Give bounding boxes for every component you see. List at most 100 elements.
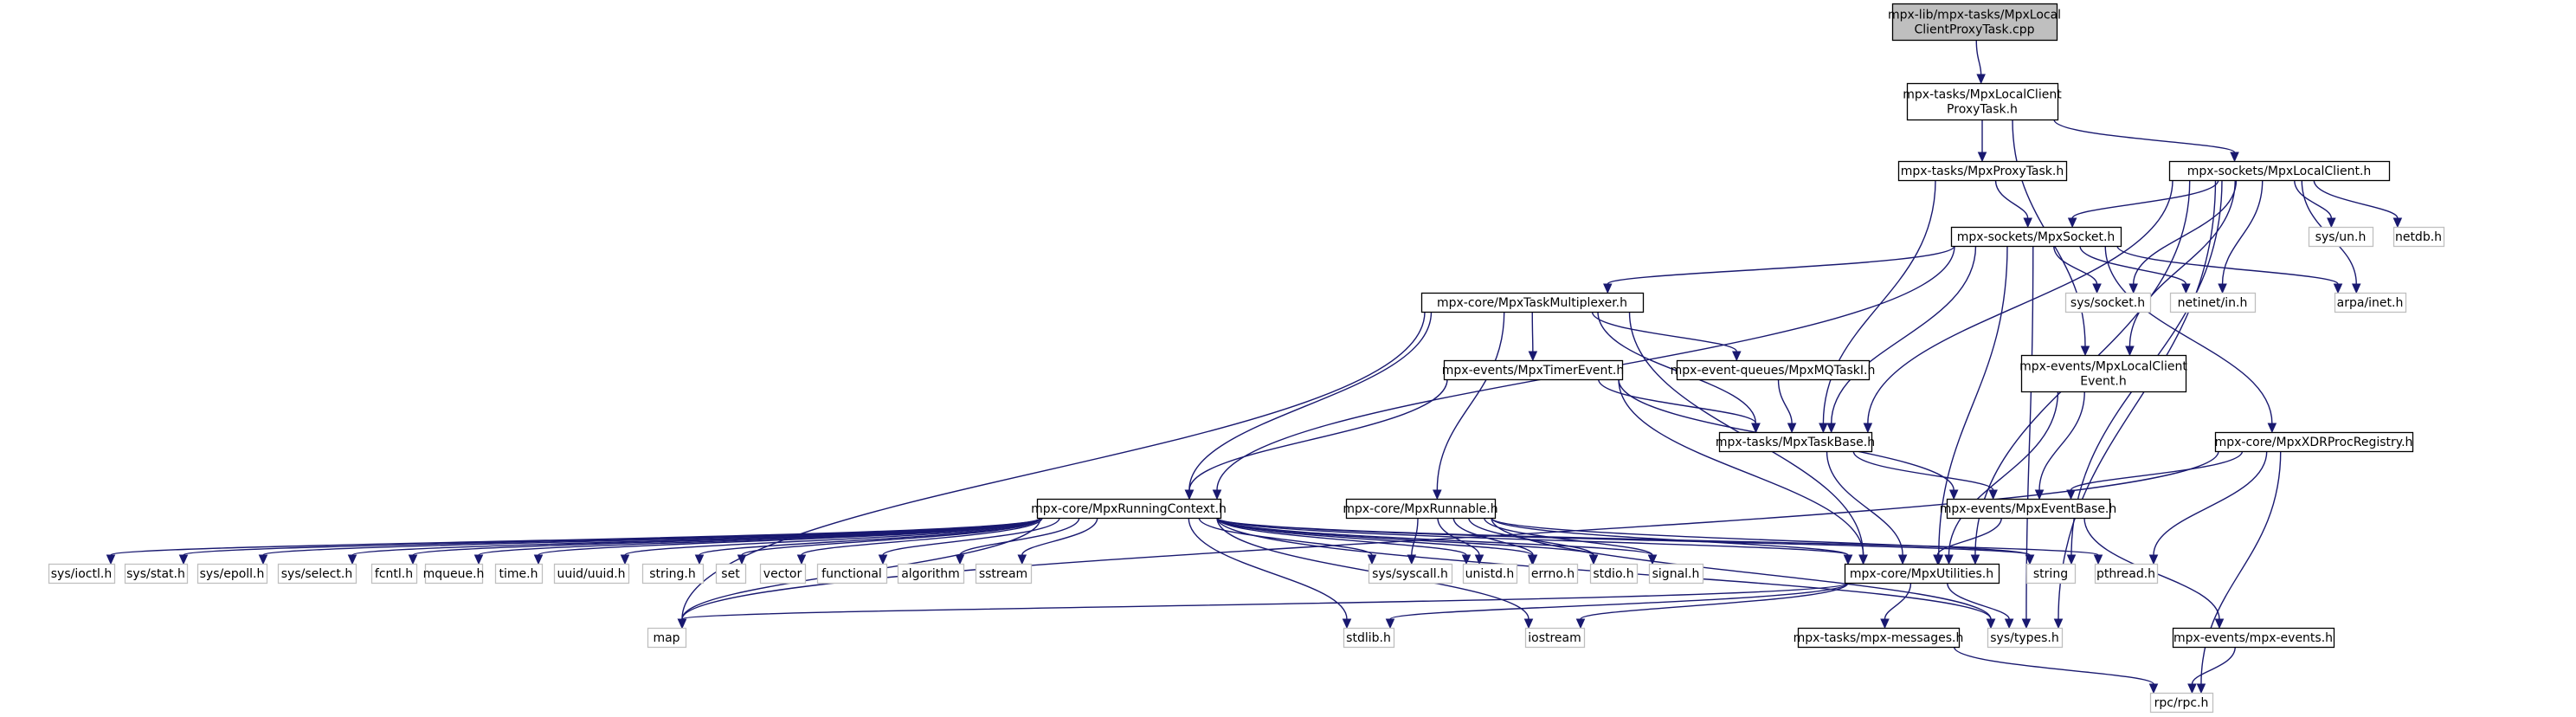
edge-arrowhead [2392,217,2403,229]
edge-line [1936,517,2002,556]
node-sstream[interactable]: sstream [975,563,1033,585]
node-set[interactable]: set [715,563,747,585]
node-map[interactable]: map [647,627,687,649]
edge-line [1437,517,1480,556]
node-label: mpx-core/MpxTaskMultiplexer.h [1437,296,1627,310]
node-taskmux-h[interactable]: mpx-core/MpxTaskMultiplexer.h [1420,292,1645,313]
node-box [1648,563,1704,585]
edge-arrowhead [1988,489,1998,501]
edge-arrowhead [2181,283,2191,294]
node-sys-select[interactable]: sys/select.h [277,563,357,585]
node-pthread[interactable]: pthread.h [2094,563,2159,585]
node-algorithm[interactable]: algorithm [897,563,965,585]
edge-runnable-h-to-unistd [1437,517,1484,565]
edge-localclient-h-to-netinet-in [2218,179,2264,294]
node-rpc[interactable]: rpc/rpc.h [2149,692,2214,714]
edge-socket-h-to-netinet-in [2079,245,2191,294]
node-uuid[interactable]: uuid/uuid.h [553,563,630,585]
edge-line [1852,450,1994,491]
node-box [2392,226,2445,248]
edge-line [2079,245,2187,285]
edge-arrowhead [1575,618,1586,630]
edge-arrowhead [1863,423,1873,434]
node-sys-syscall[interactable]: sys/syscall.h [1368,563,1453,585]
edge-arrowhead [737,554,747,565]
node-proxytask-h[interactable]: mpx-tasks/MpxProxyTask.h [1897,160,2068,182]
edge-line [538,517,1041,556]
edge-arrowhead [1184,489,1195,501]
node-timerevent-h[interactable]: mpx-events/MpxTimerEvent.h [1442,359,1624,381]
node-label: string.h [649,567,696,581]
edge-line [1531,311,1534,352]
node-stdlib[interactable]: stdlib.h [1343,627,1395,649]
node-signal[interactable]: signal.h [1648,563,1704,585]
node-sys-ioctl[interactable]: sys/ioctl.h [48,563,116,585]
node-box [1528,563,1579,585]
node-sys-epoll[interactable]: sys/epoll.h [196,563,268,585]
node-iostream[interactable]: iostream [1524,627,1586,649]
node-box [2308,226,2374,248]
edge-arrowhead [2025,554,2035,565]
node-arpa-inet[interactable]: arpa/inet.h [2334,292,2407,313]
node-time-h[interactable]: time.h [494,563,544,585]
node-runnable-h[interactable]: mpx-core/MpxRunnable.h [1343,498,1498,520]
edge-arrowhead [1385,618,1395,630]
edge-line [2128,179,2236,347]
node-sys-socket[interactable]: sys/socket.h [2064,292,2152,313]
edge-arrowhead [2092,283,2102,294]
node-label: mpx-tasks/MpxProxyTask.h [1901,165,2064,178]
node-box [1345,498,1497,520]
node-stdio[interactable]: stdio.h [1589,563,1639,585]
edge-timerevent-h-to-taskbase-h [1598,378,1761,434]
edge-lcevent-h-to-utilities-h [1944,391,2059,565]
node-socket-h[interactable]: mpx-sockets/MpxSocket.h [1950,226,2122,248]
node-sys-types[interactable]: sys/types.h [1987,627,2064,649]
edge-runctx-h-to-utilities-h [1216,517,1853,565]
node-label: ClientProxyTask.cpp [1914,23,2034,37]
node-box [759,563,807,585]
node-mqueue[interactable]: mqueue.h [423,563,485,585]
node-box [1906,82,2059,121]
node-xdr-h[interactable]: mpx-core/MpxXDRProcRegistry.h [2215,431,2414,453]
node-label: mpx-tasks/MpxTaskBase.h [1716,436,1875,449]
edge-line [1618,378,1864,556]
node-utilities-h[interactable]: mpx-core/MpxUtilities.h [1844,563,2000,585]
node-taskbase-h[interactable]: mpx-tasks/MpxTaskBase.h [1716,431,1875,453]
node-fcntl[interactable]: fcntl.h [370,563,418,585]
node-box [1891,3,2058,42]
edge-line [2116,245,2339,285]
node-label: Event.h [2080,375,2126,389]
node-string-h[interactable]: string.h [641,563,705,585]
node-functional[interactable]: functional [816,563,888,585]
edge-line [2058,179,2217,620]
node-errno[interactable]: errno.h [1528,563,1579,585]
node-events-h[interactable]: mpx-events/mpx-events.h [2172,627,2335,649]
node-localclient-h[interactable]: mpx-sockets/MpxLocalClient.h [2168,160,2391,182]
node-sys-stat[interactable]: sys/stat.h [124,563,189,585]
node-box [1797,627,1961,649]
node-label: mpx-core/MpxRunnable.h [1343,502,1497,516]
node-string[interactable]: string [2025,563,2077,585]
node-mqtaskl-h[interactable]: mpx-event-queues/MpxMQTaskI.h [1671,359,1876,381]
edge-line [2200,450,2282,685]
node-netdb[interactable]: netdb.h [2392,226,2445,248]
edge-arrowhead [106,554,116,565]
edge-line [2313,179,2399,219]
node-root[interactable]: mpx-lib/mpx-tasks/MpxLocalClientProxyTas… [1888,3,2061,42]
edge-line [741,517,1041,556]
node-unistd[interactable]: unistd.h [1462,563,1518,585]
node-label: fcntl.h [375,567,413,581]
node-box [370,563,418,585]
edge-line [1867,179,2174,424]
node-netinet-in[interactable]: netinet/in.h [2169,292,2257,313]
node-eventbase-h[interactable]: mpx-events/MpxEventBase.h [1940,498,2117,520]
edge-arrowhead [2066,554,2077,565]
node-sys-un[interactable]: sys/un.h [2308,226,2374,248]
node-messages-h[interactable]: mpx-tasks/mpx-messages.h [1794,627,1964,649]
node-vector[interactable]: vector [759,563,807,585]
node-runctx-h[interactable]: mpx-core/MpxRunningContext.h [1031,498,1227,520]
node-label: errno.h [1531,567,1575,581]
node-box [2064,292,2152,313]
